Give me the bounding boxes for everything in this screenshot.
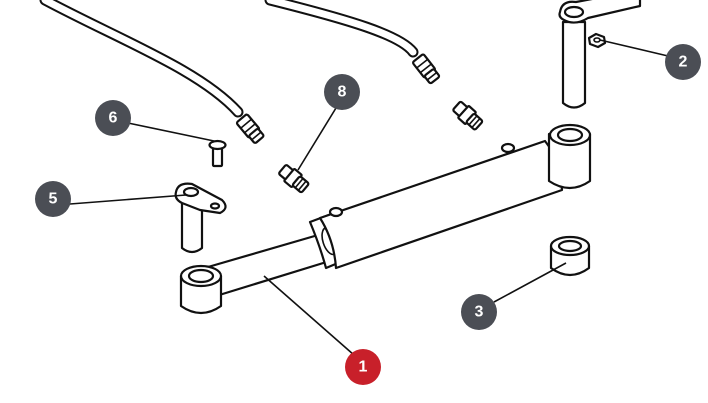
callout-1[interactable]: 1 bbox=[345, 349, 381, 385]
callout-5-label: 5 bbox=[49, 191, 58, 208]
callout-3-label: 3 bbox=[475, 304, 484, 321]
bolt bbox=[208, 139, 227, 168]
callout-6-label: 6 bbox=[109, 110, 118, 127]
callout-6[interactable]: 6 bbox=[95, 100, 131, 136]
leader-line-3 bbox=[493, 262, 567, 303]
leader-line-1 bbox=[263, 275, 355, 356]
callout-2-label: 2 bbox=[679, 54, 688, 71]
callout-2[interactable]: 2 bbox=[665, 44, 701, 80]
leader-line-2 bbox=[599, 39, 669, 57]
callout-3-circle bbox=[461, 294, 497, 330]
hydraulic-cylinder bbox=[179, 123, 592, 315]
leader-lines bbox=[69, 39, 669, 356]
callout-5-circle bbox=[35, 181, 71, 217]
hydraulic-fitting-right bbox=[452, 100, 484, 131]
callout-8-label: 8 bbox=[338, 84, 347, 101]
hydraulic-fitting-left bbox=[278, 164, 310, 194]
hydraulic-hose-right bbox=[264, 0, 441, 85]
callout-8-circle bbox=[324, 74, 360, 110]
callout-5[interactable]: 5 bbox=[35, 181, 71, 217]
callout-1-circle bbox=[345, 349, 381, 385]
bushing bbox=[549, 235, 591, 277]
pivot-pin-upper bbox=[558, 0, 642, 109]
leader-line-6 bbox=[127, 122, 215, 142]
callout-6-circle bbox=[95, 100, 131, 136]
pivot-pin-with-plate bbox=[174, 182, 227, 254]
callout-2-circle bbox=[665, 44, 701, 80]
callout-3[interactable]: 3 bbox=[461, 294, 497, 330]
hydraulic-hose-left bbox=[39, 0, 265, 144]
leader-line-8 bbox=[297, 107, 337, 171]
callout-8[interactable]: 8 bbox=[324, 74, 360, 110]
leader-line-5 bbox=[69, 194, 187, 205]
callout-1-label: 1 bbox=[359, 359, 368, 376]
